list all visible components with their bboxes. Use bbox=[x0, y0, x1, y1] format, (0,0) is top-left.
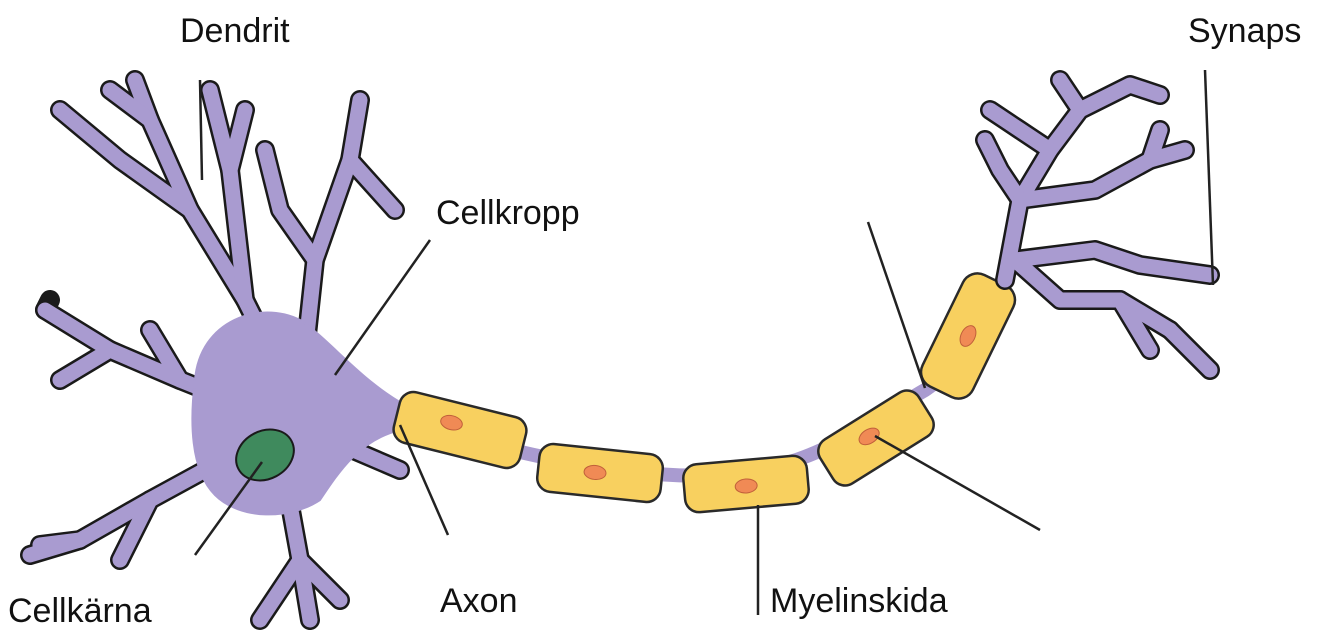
myelin-segment bbox=[536, 443, 664, 504]
label-dendrit: Dendrit bbox=[180, 14, 290, 48]
leader-node bbox=[868, 222, 925, 388]
leader-synaps bbox=[1205, 70, 1213, 285]
label-myelinskida: Myelinskida bbox=[770, 584, 948, 618]
myelin-segment bbox=[682, 455, 810, 514]
label-axon: Axon bbox=[440, 584, 518, 618]
label-cellkarna: Cellkärna bbox=[8, 594, 152, 628]
label-cellkropp: Cellkropp bbox=[436, 196, 580, 230]
leader-myelin-right bbox=[875, 436, 1040, 530]
myelin-segment bbox=[391, 389, 530, 471]
axon-terminals bbox=[985, 80, 1210, 370]
label-synaps: Synaps bbox=[1188, 14, 1301, 48]
cell-body bbox=[192, 313, 405, 515]
leader-cellkropp bbox=[335, 240, 430, 375]
